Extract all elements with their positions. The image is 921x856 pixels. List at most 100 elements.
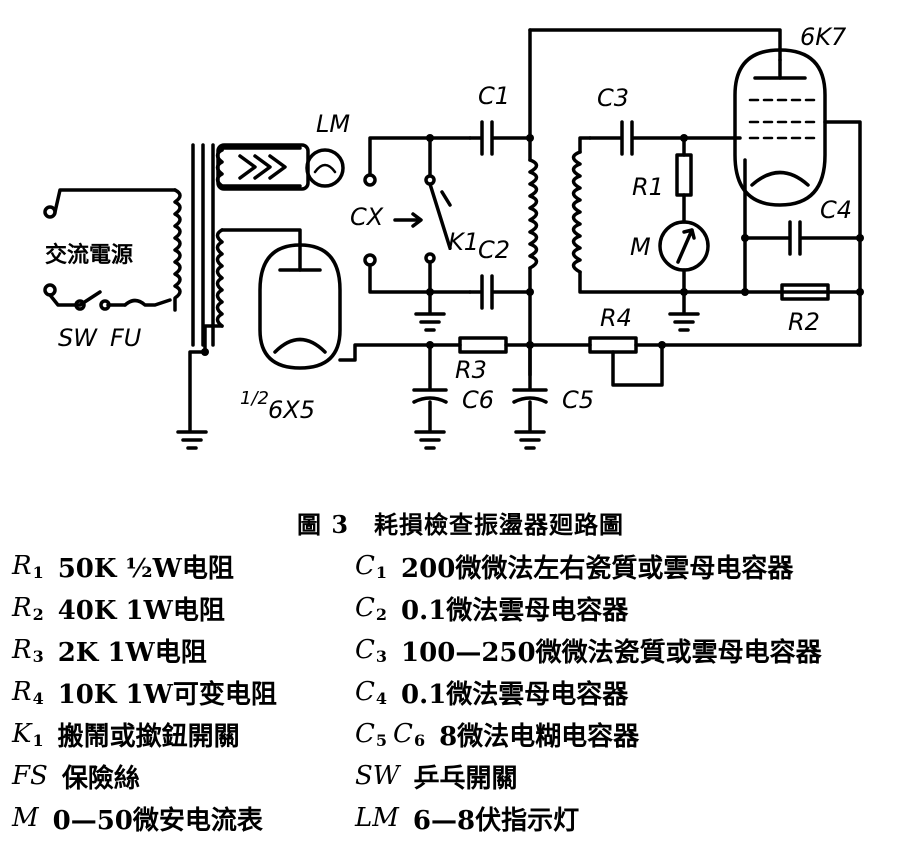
legend-text: 2K 1W电阻 [57, 637, 207, 668]
legend-symbol: K [12, 719, 32, 749]
legend-symbol: SW [355, 761, 400, 791]
legend-subscript: 1 [375, 562, 388, 582]
ac-source-label: 交流電源 [45, 242, 133, 268]
capacitor-c3: C3 [588, 84, 742, 156]
lm-label: LM [316, 110, 350, 138]
c1-label: C1 [478, 82, 510, 110]
legend-symbol: C [355, 551, 375, 581]
legend-row: M 0—50微安电流表 LM 6—8伏指示灯 [12, 797, 917, 839]
legend-text: 搬鬧或撳鈕開關 [57, 721, 240, 752]
legend-text: 100—250微微法瓷質或雲母电容器 [401, 637, 822, 668]
legend-entry-m: M 0—50微安电流表 [12, 800, 355, 837]
legend-subscript: 1 [32, 730, 44, 750]
rectifier-tube: 1/2 6X5 [240, 243, 462, 424]
legend-subscript: 1 [32, 562, 44, 582]
c3-label: C3 [597, 84, 629, 112]
c5-label: C5 [562, 386, 594, 414]
legend-symbol: C [355, 719, 375, 749]
legend-symbol: LM [355, 803, 399, 833]
r4-label: R4 [600, 304, 632, 332]
legend-text: 50K ½W电阻 [57, 553, 234, 584]
c2-label: C2 [478, 236, 510, 264]
r3-label: R3 [455, 356, 487, 384]
cx-terminal-top[interactable] [363, 173, 377, 187]
legend-text: 0.1微法雲母电容器 [401, 679, 629, 710]
power-transformer [173, 143, 302, 432]
capacitor-c4: C4 [743, 196, 862, 256]
rect-fraction-label: 1/2 [240, 388, 269, 409]
legend-subscript: 2 [375, 604, 388, 624]
resistor-r2: R2 [780, 283, 830, 336]
legend-text: 0—50微安电流表 [52, 805, 263, 836]
legend-subscript: 4 [375, 688, 388, 708]
legend-subscript: 3 [375, 646, 388, 666]
legend-subscript: 5 [375, 730, 388, 750]
legend-symbol: C [393, 719, 413, 749]
legend-entry-fs: FS 保險絲 [12, 758, 355, 795]
ground-left [176, 430, 208, 450]
k1-label: K1 [448, 228, 479, 256]
sw-label: SW [58, 324, 98, 352]
legend-symbol: M [12, 803, 39, 833]
rect-tube-label: 6X5 [268, 396, 315, 424]
tube-label: 6K7 [800, 23, 847, 51]
legend-entry-sw: SW 乒乓開關 [355, 758, 518, 795]
r2-label: R2 [788, 308, 820, 336]
legend-text: 乒乓開關 [413, 763, 518, 794]
legend-subscript: 6 [413, 730, 426, 750]
figure-caption: 圖 3 耗損檢查振盪器廻路圖 [296, 510, 625, 539]
m-label: M [630, 233, 651, 261]
pentode-6k7: 6K7 [733, 23, 864, 347]
plate-coil [526, 28, 782, 377]
transformer-hv-winding [215, 228, 224, 328]
ac-input: 交流電源 SW FU [43, 188, 177, 352]
pentode-envelope [733, 48, 827, 207]
lamp-icon [305, 148, 345, 188]
rectifier-envelope [258, 243, 342, 370]
transformer-primary [173, 188, 182, 312]
legend-text: 6—8伏指示灯 [412, 805, 580, 836]
capacitor-c5: C5 [512, 343, 594, 450]
legend-text: 40K 1W电阻 [57, 595, 225, 626]
cx-label: CX [350, 203, 384, 231]
legend-subscript: 2 [32, 604, 44, 624]
legend-text: 10K 1W可变电阻 [57, 679, 277, 710]
indicator-lamp: LM [216, 110, 350, 191]
legend-subscript: 3 [32, 646, 44, 666]
capacitor-c2: C2 [468, 236, 532, 310]
legend-symbol: R [12, 593, 32, 623]
legend-symbol: FS [12, 761, 48, 791]
c4-label: C4 [820, 196, 852, 224]
legend-row: FS 保險絲 SW 乒乓開關 [12, 755, 917, 797]
resistor-r4: R4 [588, 304, 862, 387]
legend-subscript: 4 [32, 688, 44, 708]
meter-m: M [630, 220, 710, 332]
legend-symbol: C [355, 635, 375, 665]
resistor-r1: R1 [632, 136, 693, 224]
c6-label: C6 [462, 386, 494, 414]
legend-symbol: C [355, 593, 375, 623]
legend-text: 保險絲 [61, 763, 140, 794]
capacitor-c1: C1 [468, 82, 532, 156]
legend-symbol: R [12, 677, 32, 707]
legend-symbol: C [355, 677, 375, 707]
legend-entry-lm: LM 6—8伏指示灯 [355, 800, 579, 837]
k1-switch[interactable] [428, 182, 452, 250]
legend-symbol: R [12, 635, 32, 665]
test-jack-section: CX K1 [350, 134, 479, 332]
oscillator-circuit-diagram: 交流電源 SW FU LM 1/2 6X [43, 23, 864, 450]
